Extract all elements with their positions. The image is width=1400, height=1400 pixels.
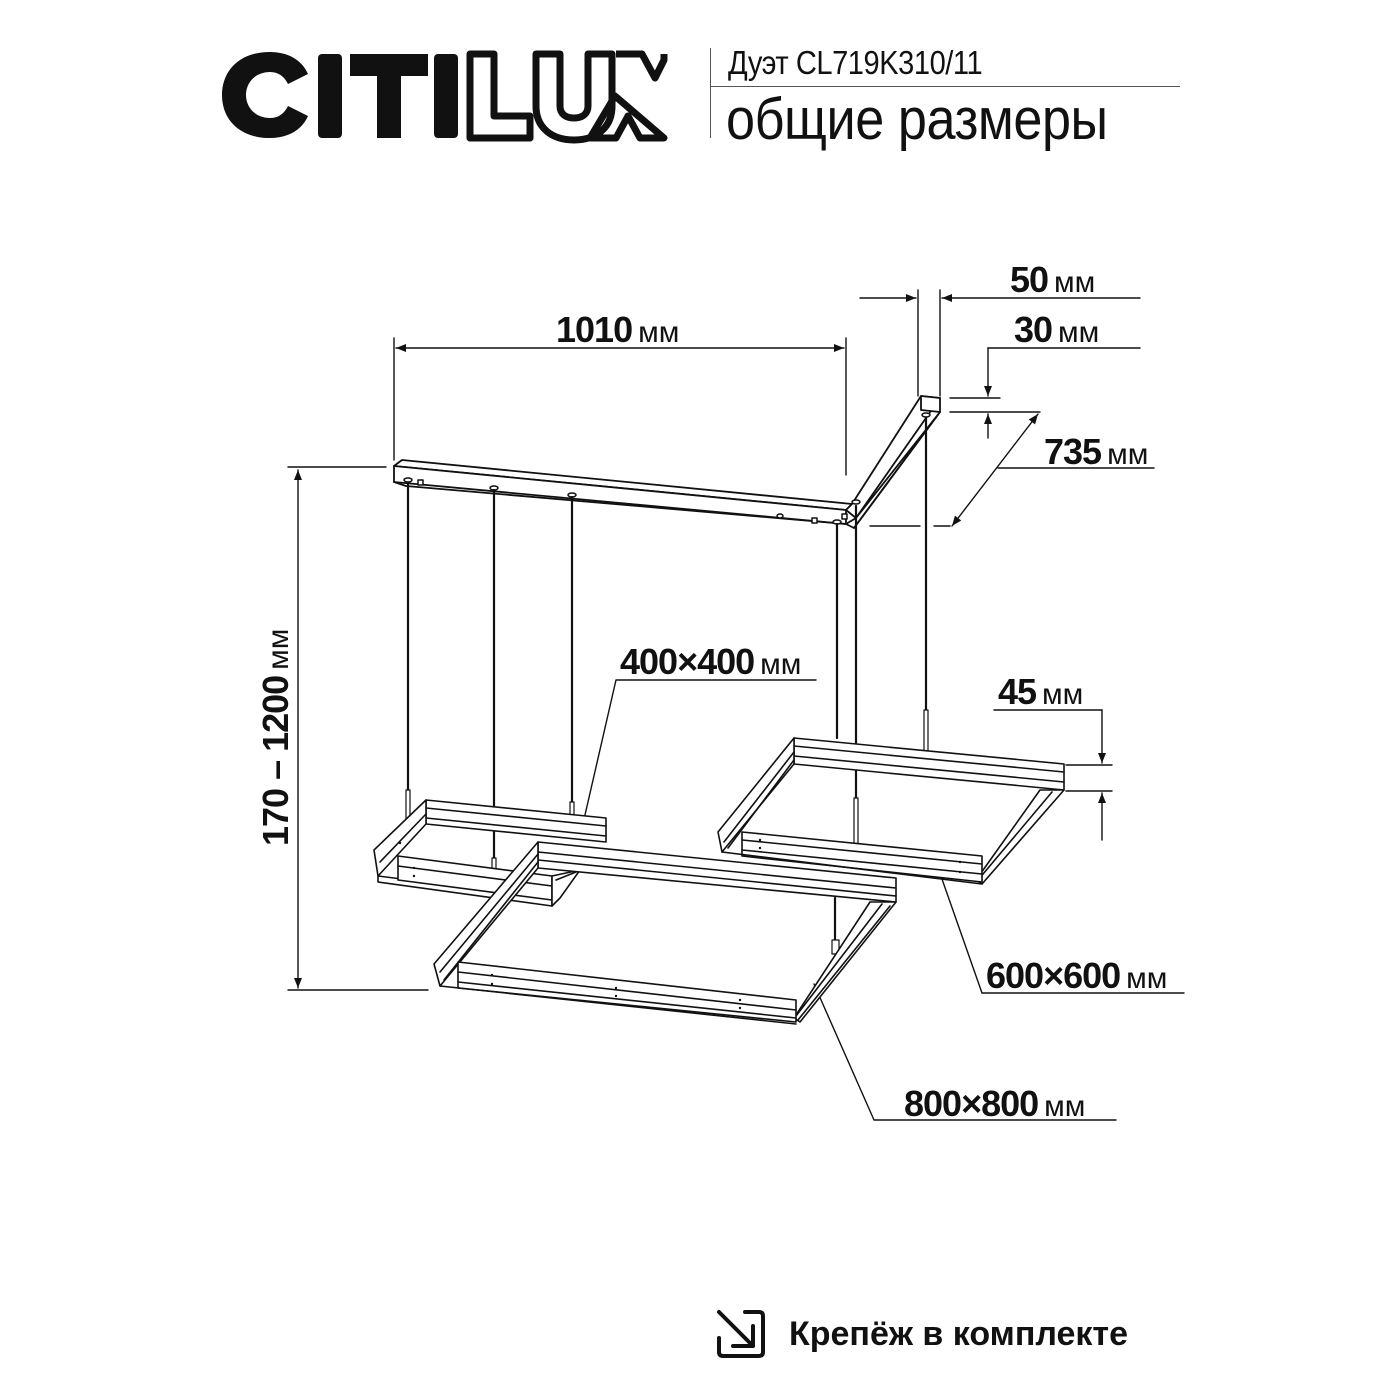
frame-800 [433,841,897,1025]
frame-600 [717,737,1065,885]
mounting-kit-note: Крепёж в комплекте [715,1304,1128,1364]
dimension-lines [287,289,1185,1121]
citilux-logo [222,50,668,144]
bar-fittings [403,412,931,525]
page-title: общие размеры [726,87,1108,152]
title-divider-vertical [710,48,711,138]
ceiling-bar [393,395,941,529]
frame-dots [398,838,962,1010]
header: Дуэт CL719K310/11 общие размеры [0,0,1400,200]
dim-suspension-height: 170 – 1200мм [255,628,296,846]
arrow-into-box-icon [717,1310,765,1358]
model-name: Дуэт CL719K310/11 [728,44,983,81]
mounting-kit-text: Крепёж в комплекте [789,1314,1128,1353]
title-divider-horizontal [710,86,1180,87]
